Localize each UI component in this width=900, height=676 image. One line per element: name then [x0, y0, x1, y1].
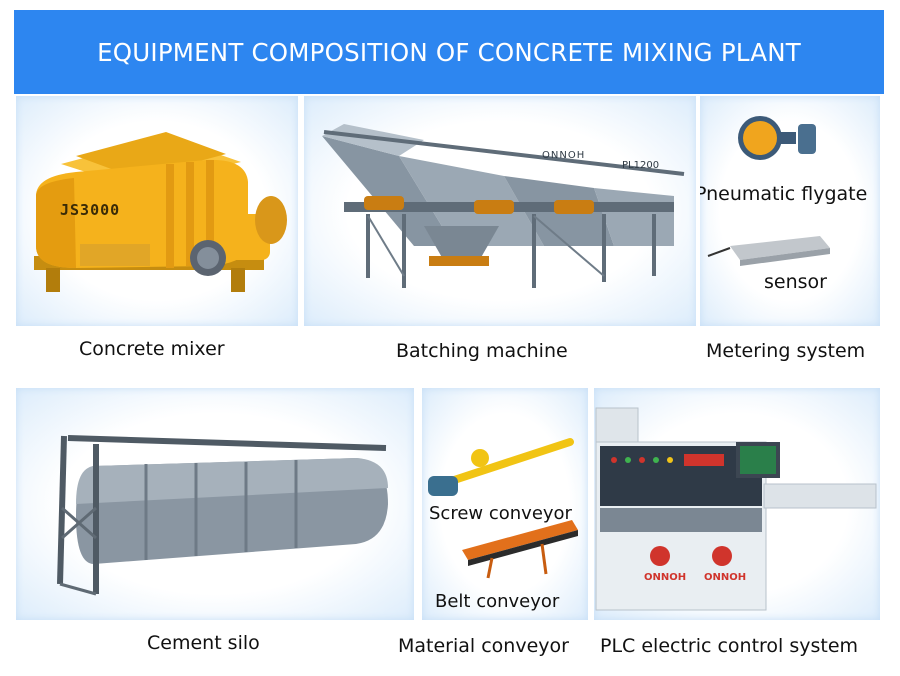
plc-brand-text-right: ONNOH	[704, 572, 747, 583]
cement-silo-caption: Cement silo	[147, 632, 260, 654]
screw-conveyor-label: Screw conveyor	[429, 503, 572, 524]
pneumatic-flygate-label: Pneumatic flygate	[700, 183, 868, 205]
metering-system-caption: Metering system	[706, 340, 866, 362]
batching-machine-caption: Batching machine	[396, 340, 568, 362]
panel-plc-control: ONNOH ONNOH	[594, 388, 880, 620]
panel-batching-machine: ONNOH PL1200	[304, 96, 696, 326]
plc-control-caption: PLC electric control system	[600, 635, 859, 657]
header-banner: EQUIPMENT COMPOSITION OF CONCRETE MIXING…	[14, 10, 884, 94]
batching-model-text: PL1200	[622, 160, 660, 171]
panel-metering-system: Pneumatic flygate sensor	[700, 96, 880, 326]
belt-conveyor-label: Belt conveyor	[435, 591, 560, 612]
page-title: EQUIPMENT COMPOSITION OF CONCRETE MIXING…	[97, 37, 801, 67]
conveyor-illustration	[428, 438, 578, 579]
batching-brand-text: ONNOH	[542, 150, 586, 161]
concrete-mixer-illustration	[34, 132, 287, 292]
panel-cement-silo	[16, 388, 414, 620]
batching-machine-illustration	[322, 124, 685, 288]
panel-concrete-mixer: JS3000	[16, 96, 298, 326]
material-conveyor-caption: Material conveyor	[398, 635, 569, 657]
plc-brand-text-left: ONNOH	[644, 572, 687, 583]
mixer-model-text: JS3000	[60, 201, 121, 219]
plc-console-illustration	[595, 407, 877, 611]
panel-material-conveyor: Screw conveyor Belt conveyor	[422, 388, 588, 620]
cement-silo-illustration	[57, 435, 388, 596]
sensor-label: sensor	[764, 271, 827, 293]
metering-illustration	[707, 116, 830, 266]
concrete-mixer-caption: Concrete mixer	[79, 338, 225, 360]
